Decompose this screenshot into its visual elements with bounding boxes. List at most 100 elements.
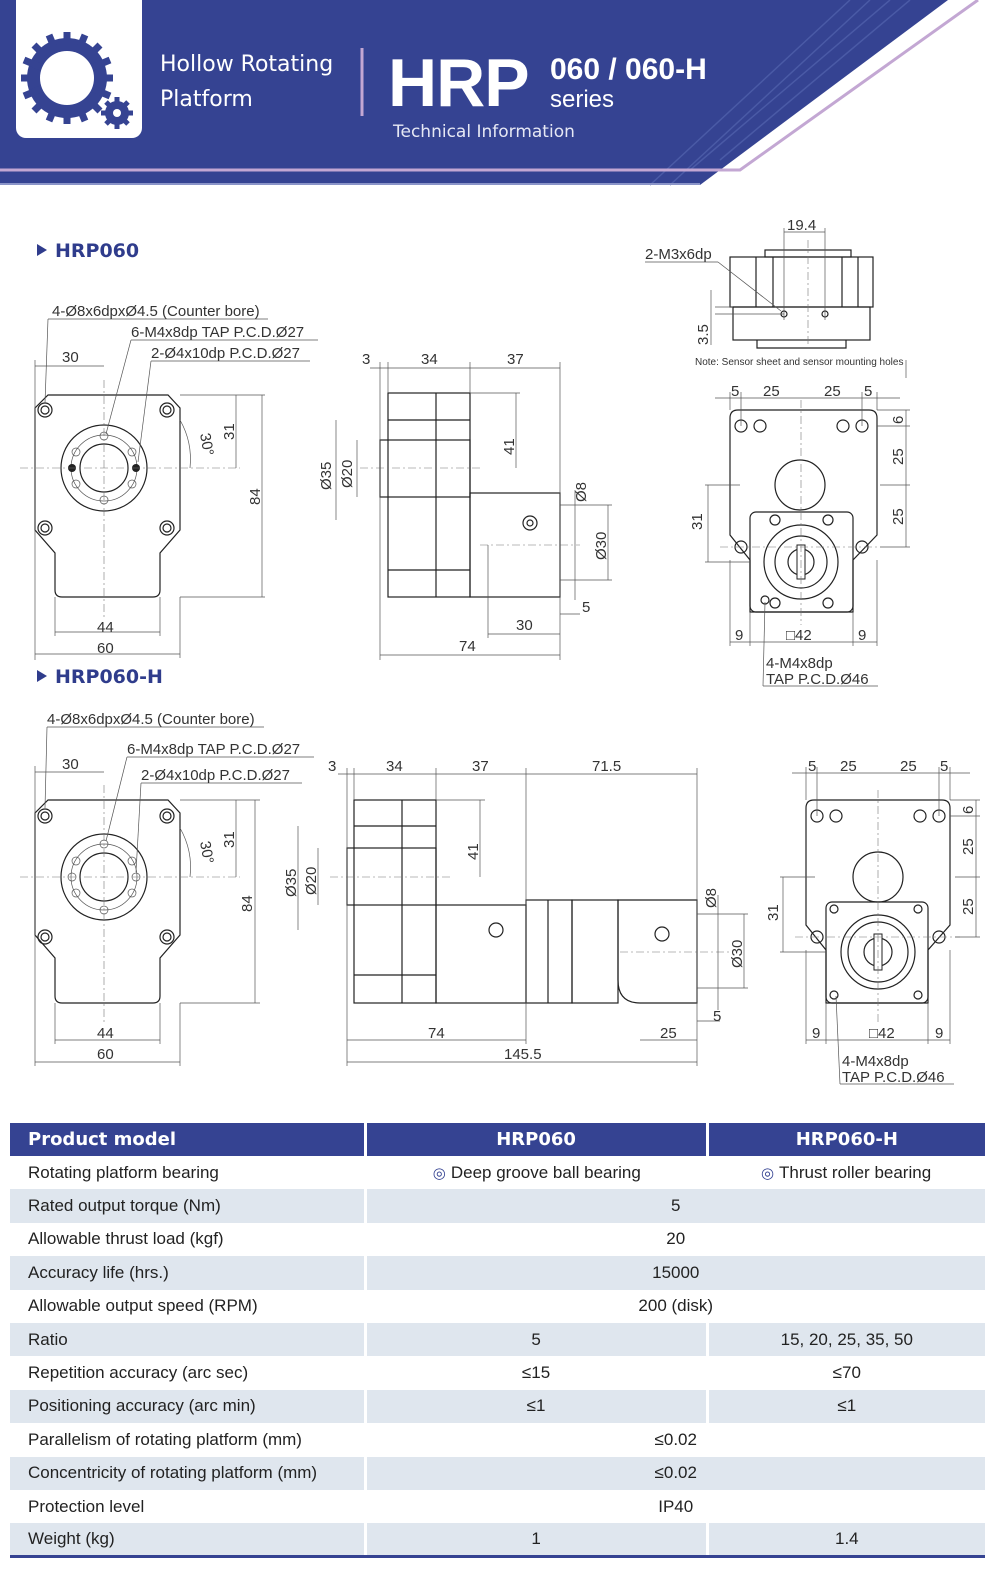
section-title-hrp060: HRP060 bbox=[55, 240, 139, 262]
table-row: Accuracy life (hrs.) 15000 bbox=[10, 1256, 985, 1290]
dimension-label: 5 bbox=[864, 383, 872, 400]
dimension-label: TAP P.C.D.Ø46 bbox=[842, 1069, 945, 1086]
table-row: Rotating platform bearing◎Deep groove ba… bbox=[10, 1156, 985, 1190]
banner-background bbox=[0, 0, 979, 186]
spec-value-text: 5 bbox=[671, 1196, 681, 1216]
section-arrow-icon bbox=[37, 244, 47, 256]
dimension-label: 5 bbox=[731, 383, 739, 400]
spec-label: Accuracy life (hrs.) bbox=[10, 1256, 365, 1290]
dimension-label: Ø20 bbox=[303, 867, 320, 895]
dimension-label: TAP P.C.D.Ø46 bbox=[766, 671, 869, 688]
spec-value: 5 bbox=[363, 1189, 985, 1223]
double-circle-icon: ◎ bbox=[760, 1164, 775, 1182]
dimension-label: 4-Ø8x6dpxØ4.5 (Counter bore) bbox=[47, 711, 255, 728]
spec-value-text: 1 bbox=[531, 1529, 541, 1549]
specifications-table: Product model HRP060 HRP060-H Rotating p… bbox=[10, 1123, 985, 1559]
table-header-row: Product model HRP060 HRP060-H bbox=[10, 1123, 985, 1156]
column-header: Product model bbox=[10, 1123, 365, 1156]
spec-value: IP40 bbox=[363, 1489, 985, 1524]
spec-value-text: 1.4 bbox=[834, 1529, 859, 1549]
section-arrow-icon bbox=[37, 670, 47, 682]
spec-value-text: 5 bbox=[531, 1329, 541, 1349]
dimension-label: 6-M4x8dp TAP P.C.D.Ø27 bbox=[131, 324, 304, 341]
brand-title: HRP bbox=[388, 45, 530, 121]
dimension-label: Ø35 bbox=[283, 869, 300, 897]
spec-label: Allowable output speed (RPM) bbox=[28, 1296, 258, 1316]
dimension-label: 25 bbox=[660, 1025, 677, 1042]
table-row: Allowable thrust load (kgf) 20 bbox=[10, 1222, 985, 1257]
dimension-label: 74 bbox=[459, 638, 476, 655]
spec-label: Rotating platform bearing bbox=[28, 1162, 219, 1182]
spec-value-text: ≤0.02 bbox=[654, 1463, 697, 1483]
technical-drawings: HRP060 HRP060-H 4-Ø8x6dpxØ4.5 (Counter b… bbox=[20, 217, 980, 1086]
spec-label: Allowable thrust load (kgf) bbox=[28, 1229, 224, 1249]
spec-value: ≤15 bbox=[363, 1356, 708, 1390]
dimension-label: □42 bbox=[869, 1025, 895, 1042]
dimension-label: 84 bbox=[239, 895, 256, 912]
hrp060-sensor-view: 19.4 2-M3x6dp 3.5 Note: Sensor sheet and… bbox=[645, 217, 907, 378]
table-row: Concentricity of rotating platform (mm)≤… bbox=[10, 1456, 985, 1490]
spec-value-text: 20 bbox=[666, 1229, 686, 1249]
table-row: Positioning accuracy (arc min)≤1≤1 bbox=[10, 1389, 985, 1424]
model-numbers: 060 / 060-H bbox=[550, 53, 707, 86]
spec-value: ◎Deep groove ball bearing bbox=[363, 1156, 708, 1190]
dimension-label: 5 bbox=[940, 758, 948, 775]
dimension-label: 4-M4x8dp bbox=[842, 1053, 909, 1070]
spec-value-text: 15000 bbox=[652, 1262, 700, 1282]
dimension-label: 19.4 bbox=[787, 217, 816, 234]
dimension-label: 25 bbox=[960, 838, 977, 855]
spec-value: ◎Thrust roller bearing bbox=[707, 1156, 985, 1189]
table-row: Parallelism of rotating platform (mm)≤0.… bbox=[10, 1423, 985, 1457]
dimension-label: 25 bbox=[824, 383, 841, 400]
dimension-label: 4-Ø8x6dpxØ4.5 (Counter bore) bbox=[52, 303, 260, 320]
dimension-label: 25 bbox=[840, 758, 857, 775]
dimension-label: 2-M3x6dp bbox=[645, 246, 712, 263]
dimension-label: 74 bbox=[428, 1025, 445, 1042]
spec-value: 20 bbox=[363, 1222, 985, 1257]
spec-value-text: 200 (disk) bbox=[638, 1296, 714, 1316]
spec-value-text: ≤1 bbox=[526, 1396, 546, 1416]
header-banner: Hollow Rotating Platform HRP 060 / 060-H… bbox=[0, 0, 1000, 190]
dimension-label: 6 bbox=[960, 806, 977, 814]
dimension-label: 30 bbox=[62, 756, 79, 773]
spec-value: ≤0.02 bbox=[363, 1456, 985, 1490]
spec-label: Parallelism of rotating platform (mm) bbox=[28, 1429, 302, 1449]
dimension-label: 30 bbox=[516, 617, 533, 634]
spec-label: Repetition accuracy (arc sec) bbox=[28, 1363, 249, 1383]
spec-value: 200 (disk) bbox=[363, 1289, 985, 1323]
dimension-label: 30° bbox=[196, 432, 217, 457]
spec-value: ≤70 bbox=[705, 1356, 985, 1390]
dimension-label: 34 bbox=[386, 758, 403, 775]
dimension-label: 41 bbox=[501, 438, 518, 455]
dimension-label: 31 bbox=[221, 831, 238, 848]
dimension-label: 31 bbox=[689, 513, 706, 530]
dimension-label: 145.5 bbox=[504, 1046, 542, 1063]
dimension-label: 71.5 bbox=[592, 758, 621, 775]
dimension-label: 9 bbox=[858, 627, 866, 644]
hrp060h-front-view: 4-Ø8x6dpxØ4.5 (Counter bore) 6-M4x8dp TA… bbox=[20, 711, 314, 1066]
dimension-label: 25 bbox=[960, 898, 977, 915]
spec-value: ≤1 bbox=[705, 1389, 985, 1424]
column-header: HRP060-H bbox=[705, 1123, 985, 1156]
spec-label: Weight (kg) bbox=[10, 1523, 365, 1559]
double-circle-icon: ◎ bbox=[432, 1164, 446, 1182]
dimension-label: 34 bbox=[421, 351, 438, 368]
dimension-label: 6-M4x8dp TAP P.C.D.Ø27 bbox=[127, 741, 300, 758]
dimension-label: Note: Sensor sheet and sensor mounting h… bbox=[695, 357, 903, 368]
dimension-label: 2-Ø4x10dp P.C.D.Ø27 bbox=[151, 345, 300, 362]
hrp060-front-view: 4-Ø8x6dpxØ4.5 (Counter bore) 6-M4x8dp TA… bbox=[20, 303, 318, 660]
dimension-label: Ø35 bbox=[318, 462, 335, 490]
dimension-label: 9 bbox=[935, 1025, 943, 1042]
dimension-label: □42 bbox=[786, 627, 812, 644]
spec-label: Rated output torque (Nm) bbox=[10, 1189, 365, 1223]
spec-value: 15, 20, 25, 35, 50 bbox=[705, 1322, 985, 1357]
spec-value-text: Deep groove ball bearing bbox=[450, 1162, 641, 1182]
product-category-line2: Platform bbox=[160, 87, 253, 112]
table-row: Repetition accuracy (arc sec) ≤15≤70 bbox=[10, 1356, 985, 1390]
dimension-label: 6 bbox=[890, 416, 907, 424]
hrp060-bottom-view: 5 25 25 5 6 25 25 31 9 □42 9 4-M4x8dp TA… bbox=[689, 383, 910, 688]
dimension-label: 84 bbox=[247, 488, 264, 505]
dimension-label: 60 bbox=[97, 640, 114, 657]
dimension-label: 25 bbox=[763, 383, 780, 400]
